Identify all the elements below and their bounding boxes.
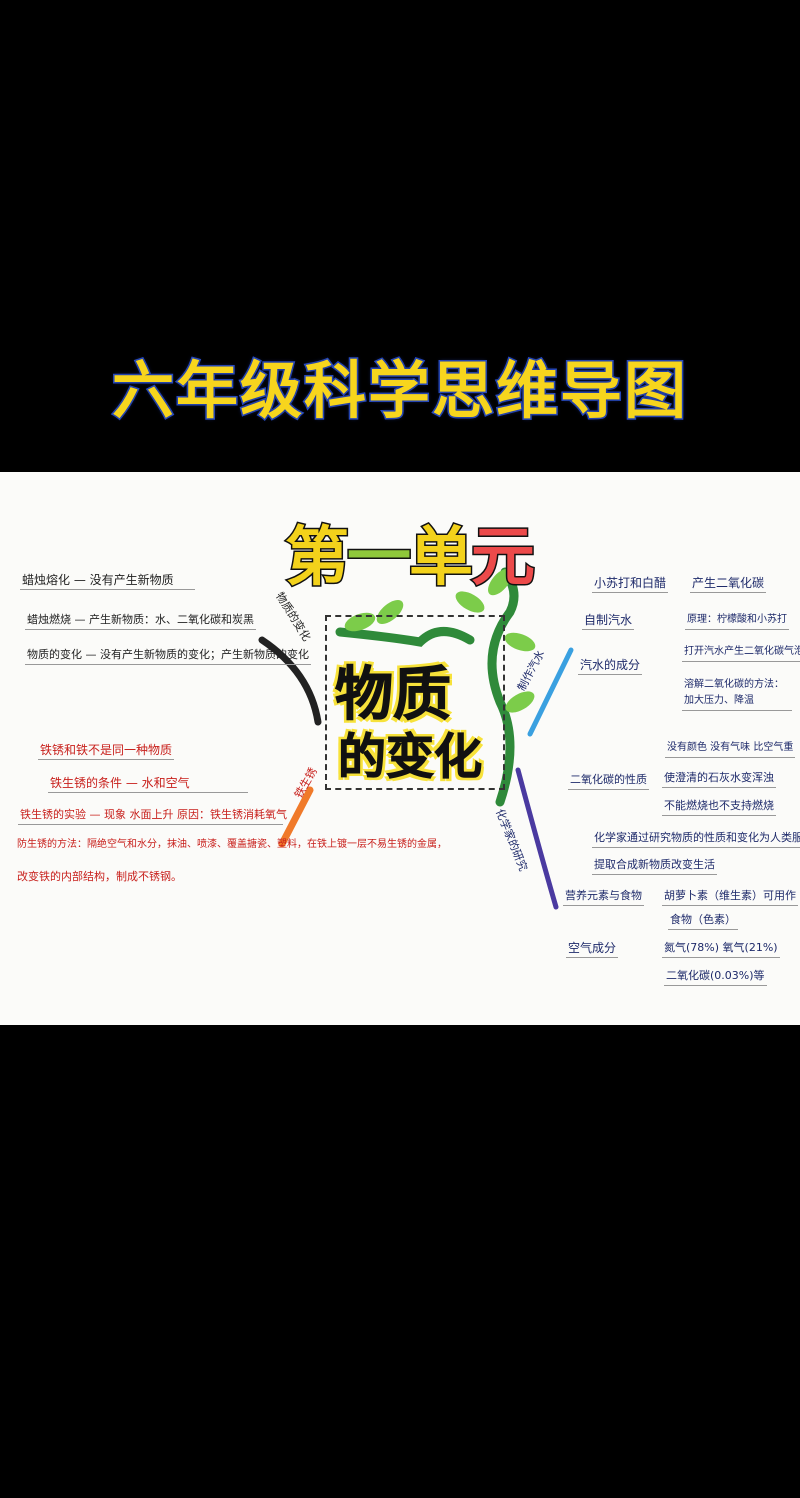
mind-map-photo: 第一单元 物质 的变化 物质的变化 蜡烛熔化 — 没有产生新物质 蜡烛燃烧 — …: [0, 472, 800, 1025]
note-value: 胡萝卜素（维生素）可用作: [662, 888, 798, 906]
unit-heading: 第一单元: [284, 506, 537, 598]
note-value: 溶解二氧化碳的方法：加大压力、降温: [682, 677, 792, 711]
banner-title: 六年级科学思维导图: [110, 353, 688, 429]
note: 铁生锈的条件 — 水和空气: [48, 775, 248, 793]
note-value: 原理：柠檬酸和小苏打: [685, 612, 789, 630]
vine-icon: [335, 567, 519, 807]
branch-lines: [258, 567, 574, 910]
note-key: 二氧化碳的性质: [568, 772, 649, 790]
note-value: 使澄清的石灰水变浑浊: [662, 770, 776, 788]
note-key: 汽水的成分: [578, 657, 643, 675]
note-value: 氮气(78%) 氧气(21%): [662, 940, 780, 958]
orange-branch-line: [278, 786, 314, 848]
note-value: 二氧化碳(0.03%)等: [664, 968, 767, 986]
note-key: 小苏打和白醋: [592, 575, 669, 593]
note: 物质的变化 — 没有产生新物质的变化；产生新物质的变化: [25, 647, 311, 665]
unit-char: 单: [408, 520, 475, 597]
purple-branch-line: [515, 767, 559, 910]
note-value: 不能燃烧也不支持燃烧: [662, 798, 776, 816]
unit-char: 元: [470, 520, 537, 597]
note: 蜡烛燃烧 — 产生新物质：水、二氧化碳和炭黑: [25, 612, 256, 630]
note: 铁锈和铁不是同一种物质: [38, 742, 175, 760]
note-value: 没有颜色 没有气味 比空气重: [665, 740, 796, 758]
note: 蜡烛熔化 — 没有产生新物质: [20, 572, 195, 590]
black-branch-line: [258, 636, 322, 726]
note-value: 食物（色素）: [668, 912, 738, 930]
blue-branch-line: [527, 647, 574, 737]
note-value: 提取合成新物质改变生活: [592, 857, 717, 875]
note: 改变铁的内部结构，制成不锈钢。: [17, 870, 182, 883]
unit-char: 第: [284, 520, 351, 597]
note: 铁生锈的实验 — 现象 水面上升 原因：铁生锈消耗氧气: [18, 807, 287, 825]
note-value: 化学家通过研究物质的性质和变化为人类服务: [592, 830, 800, 848]
leaf-icons: [344, 568, 536, 713]
note-key: 自制汽水: [582, 612, 635, 630]
center-topic-line2: 的变化: [337, 729, 483, 786]
note-value: 产生二氧化碳: [690, 575, 767, 593]
center-topic-line1: 物质: [334, 660, 452, 729]
center-topic-box: [325, 615, 505, 790]
note: 防生锈的方法：隔绝空气和水分，抹油、喷漆、覆盖搪瓷、塑料，在铁上镀一层不易生锈的…: [17, 839, 447, 850]
note-key: 空气成分: [566, 940, 619, 958]
note-value: 打开汽水产生二氧化碳气泡: [682, 644, 800, 662]
note-key: 营养元素与食物: [563, 888, 644, 906]
unit-char: 一: [346, 520, 413, 597]
